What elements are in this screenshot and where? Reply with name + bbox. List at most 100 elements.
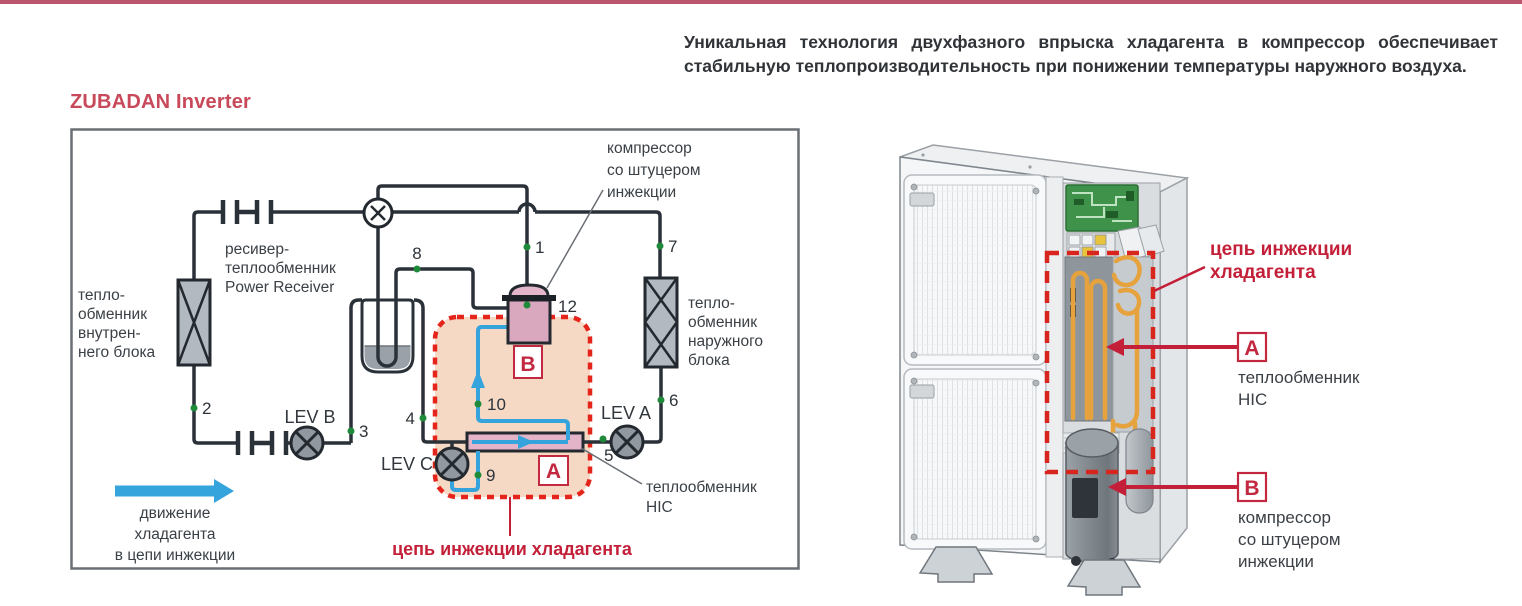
pipe-accumulator-to-compressor <box>394 267 508 310</box>
lev-b-label: LEV B <box>284 407 335 427</box>
svg-text:B: B <box>1244 477 1259 500</box>
power-receiver-vessel <box>360 298 415 374</box>
compressor-nameplate <box>1072 478 1098 518</box>
svg-text:со штуцером: со штуцером <box>1238 530 1341 549</box>
lev-b-valve-icon <box>289 425 325 461</box>
pipe-liquid-riser <box>413 298 467 444</box>
point-7: 7 <box>668 237 677 256</box>
arrow-left-icon <box>1106 338 1124 356</box>
svg-text:компрессор: компрессор <box>607 140 692 157</box>
pipe-bottom-left <box>192 365 351 445</box>
svg-text:компрессор: компрессор <box>1238 508 1331 527</box>
front-panel-lower <box>903 368 1047 550</box>
point-8: 8 <box>412 244 421 263</box>
pipe-top-left <box>192 210 364 280</box>
flow-arrowhead-right-icon <box>518 435 534 449</box>
svg-text:движение: движение <box>140 505 211 522</box>
pipe-to-outdoor <box>535 210 662 278</box>
flow-arrowhead-up-icon <box>471 370 485 388</box>
foot-left <box>918 546 994 583</box>
point-10: 10 <box>487 395 506 414</box>
svg-text:блока: блока <box>688 352 730 369</box>
point-6: 6 <box>669 391 678 410</box>
injection-callout-label: цепь инжекции хладагента <box>1210 239 1352 283</box>
point-12: 12 <box>558 297 577 316</box>
intro-line-1: Уникальная технология двухфазного впрыск… <box>684 32 1498 52</box>
intro-line-2: стабильную теплопроизводительность при п… <box>684 56 1467 76</box>
lev-a-valve-icon <box>609 424 645 460</box>
flow-legend: движение хладагента в цепи инжекции <box>115 479 235 564</box>
injection-zone-outline <box>1044 250 1156 475</box>
pipe-discharge-bypass <box>376 184 529 285</box>
point-1: 1 <box>535 238 544 257</box>
svg-text:HIC: HIC <box>1238 390 1267 409</box>
section-title: ZUBADAN Inverter <box>70 91 252 113</box>
legend-arrow-icon <box>214 479 234 503</box>
panel-logo <box>909 192 935 207</box>
callout-b: B компрессор со штуцером инжекции <box>1108 471 1341 571</box>
receiver-label: ресивер- теплообменник Power Receiver <box>225 241 336 296</box>
pipe-hic-to-leva <box>583 367 663 444</box>
svg-text:цепь инжекции: цепь инжекции <box>1210 239 1352 260</box>
svg-text:обменник: обменник <box>688 314 757 331</box>
svg-text:внутрен-: внутрен- <box>78 325 141 342</box>
refrigerant-circuit-diagram: 1 2 3 4 5 6 7 8 9 10 12 тепло- обменник … <box>70 128 800 570</box>
outdoor-hx-label: тепло- обменник наружного блока <box>688 295 763 369</box>
page-accent-bar <box>0 0 1522 4</box>
svg-text:него блока: него блока <box>78 344 156 361</box>
point-3: 3 <box>359 422 368 441</box>
svg-text:наружного: наружного <box>688 333 763 350</box>
badge-b: B <box>513 345 543 379</box>
panel-logo <box>909 384 935 399</box>
svg-text:ресивер-: ресивер- <box>225 241 289 258</box>
lev-a-label: LEV A <box>601 403 651 423</box>
svg-text:тепло-: тепло- <box>688 295 735 312</box>
outdoor-heat-exchanger <box>643 276 679 369</box>
compressor-cylinder <box>1065 428 1119 568</box>
cabinet-right-side <box>1159 176 1188 565</box>
pipe-suction-down <box>376 227 398 368</box>
svg-text:A: A <box>1244 337 1259 360</box>
foot-right <box>1066 559 1142 596</box>
flare-connection-bottom-icon <box>235 431 289 455</box>
svg-text:хладагента: хладагента <box>1210 262 1316 283</box>
measurement-dots <box>190 242 665 479</box>
lev-c-label: LEV C <box>381 454 433 474</box>
pipes <box>192 184 663 448</box>
hic-yellow-piping <box>1070 255 1142 436</box>
indoor-heat-exchanger <box>176 278 212 367</box>
indoor-hx-label: тепло- обменник внутрен- него блока <box>78 287 156 361</box>
lev-c-valve-icon <box>434 446 470 482</box>
arrow-left-icon <box>1108 478 1126 496</box>
svg-text:хладагента: хладагента <box>134 526 215 543</box>
badge-a: A <box>538 455 569 486</box>
frame-column <box>1045 176 1064 558</box>
injection-circuit-caption: цепь инжекции хладагента <box>392 539 633 559</box>
intro-paragraph: Уникальная технология двухфазного впрыск… <box>684 30 1498 78</box>
svg-text:инжекции: инжекции <box>1238 552 1314 571</box>
svg-text:теплообменник: теплообменник <box>225 260 336 277</box>
svg-text:A: A <box>546 460 561 483</box>
svg-text:HIC: HIC <box>646 499 673 516</box>
svg-text:тепло-: тепло- <box>78 287 125 304</box>
four-way-valve-icon <box>362 197 394 229</box>
compressor-symbol <box>502 283 556 345</box>
pipe-left-riser <box>349 298 362 443</box>
point-5: 5 <box>604 446 613 465</box>
svg-text:Power Receiver: Power Receiver <box>225 279 334 296</box>
svg-text:инжекции: инжекции <box>607 184 676 201</box>
svg-text:B: B <box>520 353 535 376</box>
injection-callout-line <box>1153 265 1206 293</box>
point-4: 4 <box>406 409 415 428</box>
compressor-callout-line <box>546 189 604 289</box>
point-9: 9 <box>486 466 495 485</box>
svg-text:теплообменник: теплообменник <box>646 479 757 496</box>
svg-text:в цепи инжекции: в цепи инжекции <box>115 547 235 564</box>
outdoor-unit-cutaway: цепь инжекции хладагента A теплообменник… <box>899 144 1360 596</box>
svg-text:со штуцером: со штуцером <box>607 162 701 179</box>
flare-connection-top-icon <box>220 200 274 224</box>
point-2: 2 <box>202 399 211 418</box>
front-panel-upper <box>903 174 1047 366</box>
svg-text:теплообменник: теплообменник <box>1238 368 1360 387</box>
hic-callout-line <box>580 447 643 485</box>
